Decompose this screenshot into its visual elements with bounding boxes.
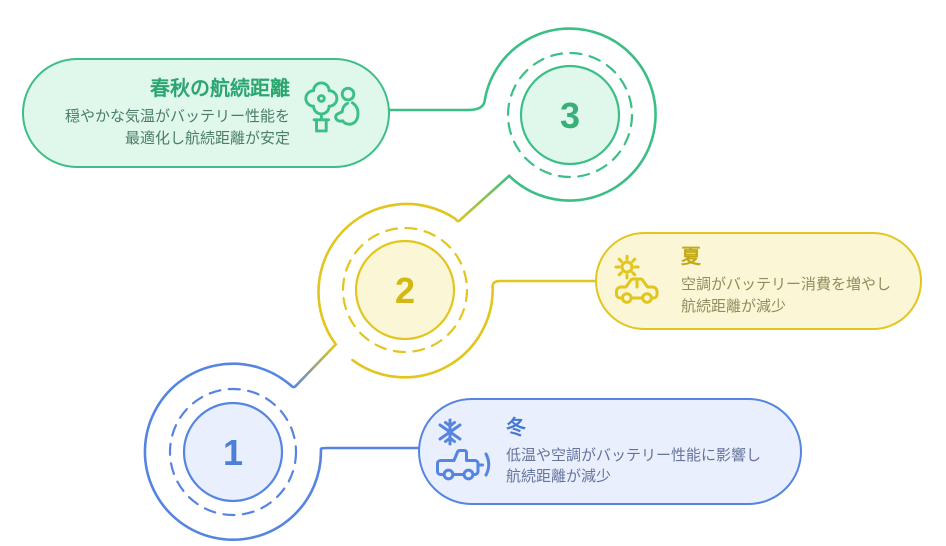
ring-step-2-lower [351, 279, 597, 379]
connector-step2-step1 [289, 343, 338, 389]
ring-step-2-upper [317, 202, 457, 346]
step-card-spring-autumn: 春秋の航続距離 穏やかな気温がバッテリー性能を 最適化し航続距離が安定 [22, 58, 390, 168]
connector-step3-step2 [453, 174, 511, 223]
step-title: 夏 [681, 246, 701, 269]
step-card-winter: 冬 低温や空調がバッテリー性能に影響し 航続距離が減少 [418, 398, 802, 505]
step-title: 春秋の航続距離 [150, 78, 290, 101]
number-circle-step-3 [519, 64, 621, 166]
ring-step-3 [388, 27, 657, 202]
step-title: 冬 [506, 416, 526, 439]
dashed-ring-step-3 [506, 51, 634, 179]
snowflake-car-icon [433, 417, 495, 487]
flower-person-icon [300, 81, 366, 145]
step-number-1: 1 [223, 432, 243, 473]
step-card-summer: 夏 空調がバッテリー消費を増やし 航続距離が減少 [595, 232, 922, 330]
sun-car-icon [612, 255, 668, 307]
step-number-2: 2 [395, 270, 415, 311]
step-description: 穏やかな気温がバッテリー性能を 最適化し航続距離が安定 [64, 108, 290, 147]
number-circle-step-2 [354, 239, 456, 341]
step-description: 低温や空調がバッテリー性能に影響し 航続距離が減少 [506, 446, 762, 485]
dashed-ring-step-2 [341, 226, 469, 354]
ring-step-1 [143, 362, 420, 541]
step-number-3: 3 [560, 95, 580, 136]
number-circle-step-1 [182, 401, 284, 503]
step-description: 空調がバッテリー消費を増やし 航続距離が減少 [681, 276, 892, 315]
dashed-ring-step-1 [168, 387, 298, 517]
